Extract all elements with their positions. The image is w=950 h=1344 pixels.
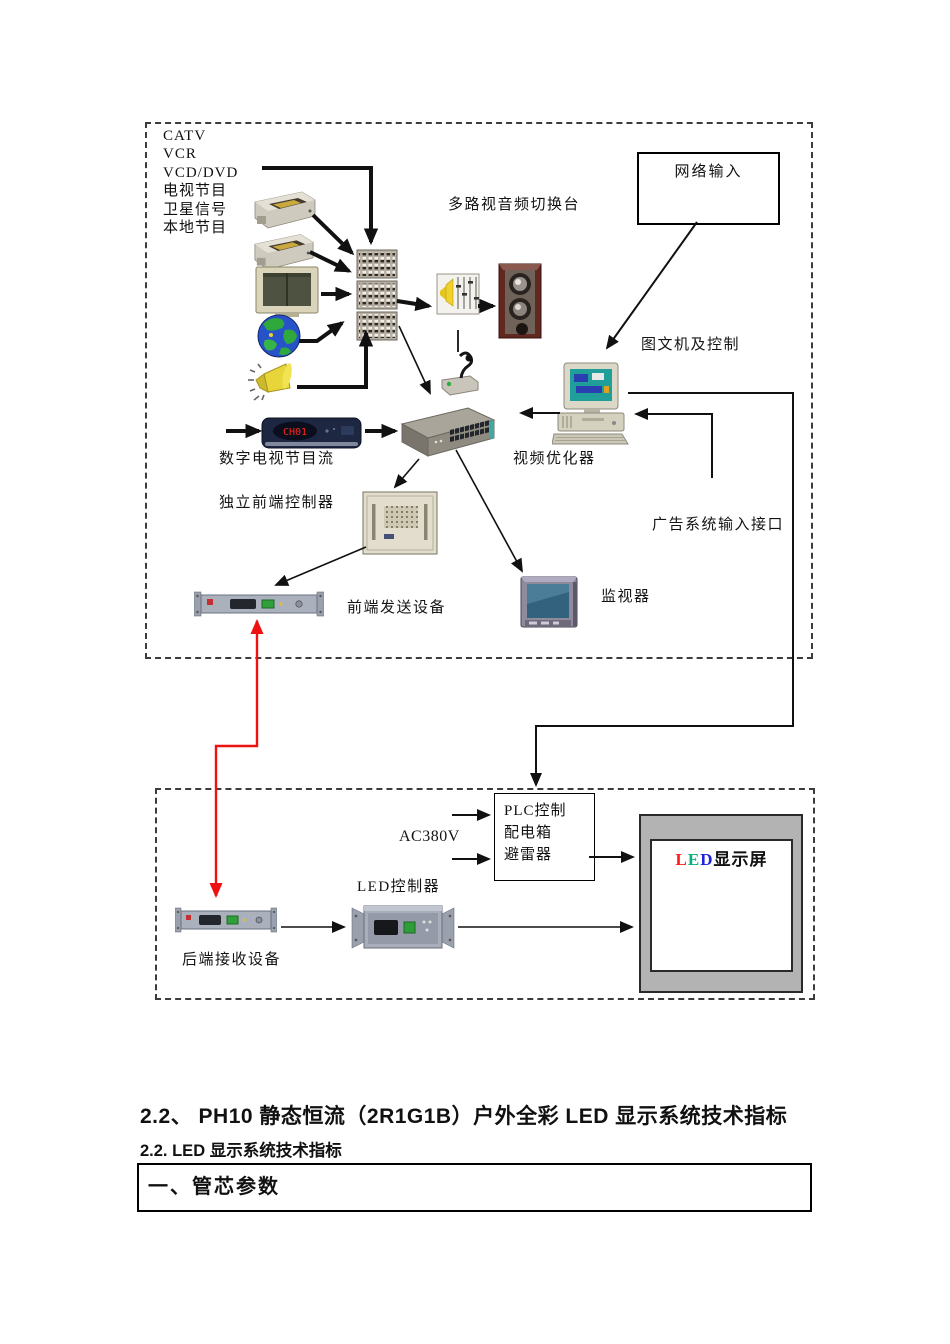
led-screen-panel: LED显示屏 (650, 839, 793, 972)
plc-control-box: PLC控制 配电箱 避雷器 (494, 793, 595, 881)
param-table-header: 一、管芯参数 (137, 1163, 812, 1212)
crt-monitor-device (255, 266, 319, 323)
audio-mixer-device (436, 271, 480, 322)
plc-line: 配电箱 (504, 825, 553, 841)
settop-box-device: CH01 (261, 411, 363, 458)
led-title-text: 显示屏 (713, 850, 768, 869)
network-input-box: 网络输入 (637, 152, 780, 225)
led-controller-device (350, 896, 456, 961)
switcher-label: 多路视音频切换台 (448, 197, 581, 213)
rear-receiver-device (174, 901, 278, 944)
microphone-device (436, 350, 482, 403)
network-input-label: 网络输入 (674, 164, 743, 180)
plc-line: 避雷器 (504, 847, 553, 863)
led-screen-title: LED显示屏 (652, 845, 791, 870)
ac-power-label: AC380V (399, 828, 460, 845)
source-item: 卫星信号 (163, 201, 228, 218)
front-controller-device (360, 490, 440, 563)
led-controller-label: LED控制器 (357, 879, 441, 895)
led-screen-frame: LED显示屏 (639, 814, 803, 993)
control-computer-device (551, 362, 630, 451)
led-letter-d: D (700, 850, 714, 869)
speaker-device (497, 262, 543, 345)
subsection-heading: 2.2. LED 显示系统技术指标 (140, 1142, 342, 1160)
monitor-tv-device (519, 574, 581, 639)
source-list: CATV VCR VCD/DVD 电视节目 卫星信号 本地节目 (163, 127, 238, 237)
graphics-control-label: 图文机及控制 (641, 337, 741, 353)
front-transmitter-label: 前端发送设备 (347, 600, 447, 616)
ad-input-label: 广告系统输入接口 (652, 517, 785, 533)
video-optimizer-label: 视频优化器 (513, 451, 596, 467)
av-switcher-stack (356, 249, 398, 346)
source-item: CATV (163, 128, 207, 144)
digital-tv-stream-label: 数字电视节目流 (219, 451, 335, 467)
led-letter-e: E (687, 850, 701, 869)
network-switch-device (398, 398, 498, 465)
headend-system-boundary (145, 122, 813, 659)
section-heading: 2.2、 PH10 静态恒流（2R1G1B）户外全彩 LED 显示系统技术指标 (140, 1105, 788, 1128)
source-item: 电视节目 (163, 183, 228, 200)
source-item: 本地节目 (163, 220, 228, 237)
svg-text:CH01: CH01 (283, 427, 307, 438)
display-site-boundary (155, 788, 815, 1000)
monitor-label: 监视器 (601, 589, 651, 605)
front-transmitter-device (193, 586, 325, 627)
source-item: VCD/DVD (163, 164, 239, 181)
param-table-header-text: 一、管芯参数 (148, 1176, 280, 1198)
source-item: VCR (163, 146, 197, 163)
rear-receiver-label: 后端接收设备 (182, 952, 282, 968)
globe-icon (257, 314, 301, 363)
front-controller-label: 独立前端控制器 (219, 495, 335, 511)
plc-line: PLC控制 (504, 803, 567, 819)
satellite-dish-icon (246, 358, 302, 409)
vcr-device-1 (252, 189, 318, 236)
led-letter-l: L (675, 850, 688, 869)
